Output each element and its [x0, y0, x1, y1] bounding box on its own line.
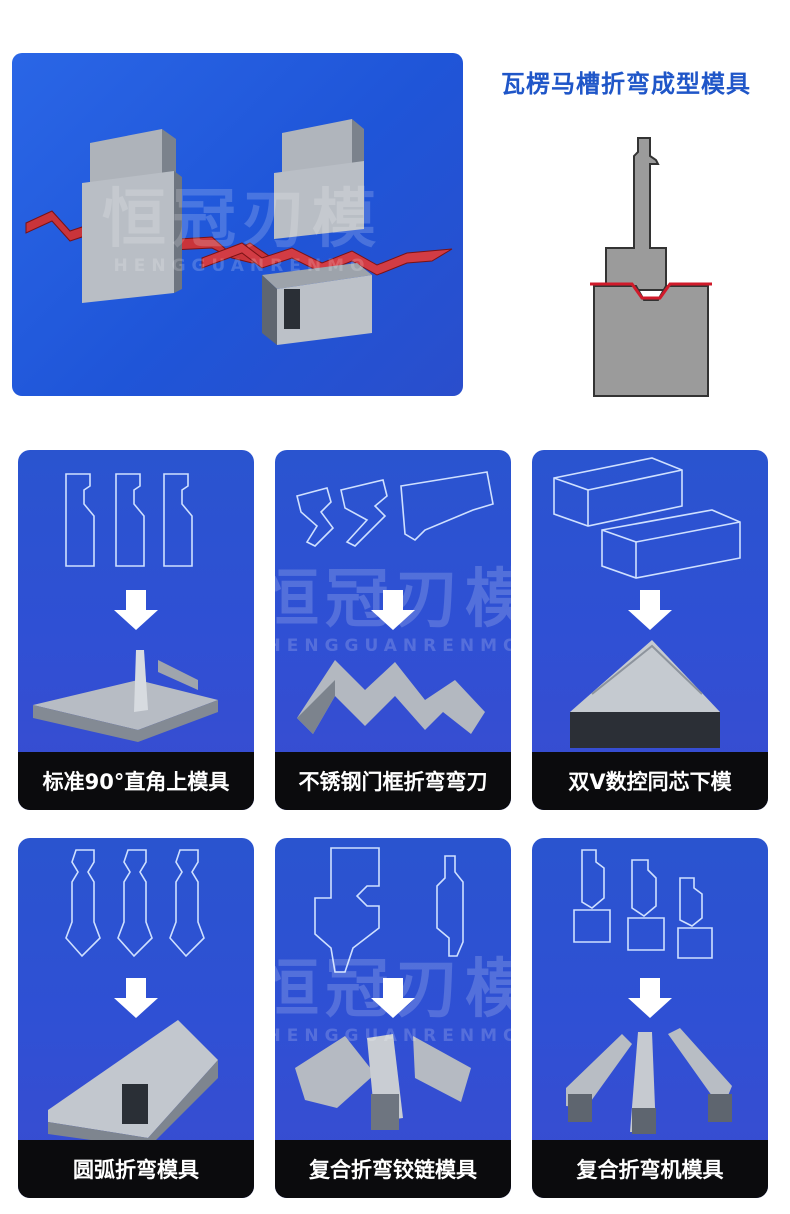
card-label-bar: 复合折弯机模具	[532, 1140, 768, 1198]
product-card-door-frame[interactable]: 不锈钢门框折弯弯刀	[275, 450, 511, 810]
card-illustration	[553, 457, 741, 748]
product-card-hinge[interactable]: 复合折弯铰链模具	[275, 838, 511, 1198]
product-card-standard-90[interactable]: 标准90°直角上模具	[18, 450, 254, 810]
card-label: 复合折弯机模具	[576, 1158, 724, 1182]
card-label-bar: 标准90°直角上模具	[18, 752, 254, 810]
card-illustration	[33, 473, 218, 742]
card-label: 复合折弯铰链模具	[309, 1158, 477, 1182]
card-label: 标准90°直角上模具	[42, 770, 230, 794]
corrugated-die-illustration	[25, 119, 453, 345]
hero-title: 瓦楞马槽折弯成型模具	[501, 70, 751, 98]
card-label-bar: 复合折弯铰链模具	[275, 1140, 511, 1198]
hero-banner: 恒冠刃模 HENGGUANRENMO	[12, 53, 463, 396]
card-label-bar: 不锈钢门框折弯弯刀	[275, 752, 511, 810]
cross-section-diagram	[590, 137, 712, 397]
card-label-bar: 双V数控同芯下模	[532, 752, 768, 810]
product-card-arc-bending[interactable]: 圆弧折弯模具	[18, 838, 254, 1198]
card-label-bar: 圆弧折弯模具	[18, 1140, 254, 1198]
card-illustration	[48, 849, 218, 1148]
card-label: 双V数控同芯下模	[568, 770, 732, 794]
product-card-composite[interactable]: 复合折弯机模具	[532, 838, 768, 1198]
card-illustration	[296, 471, 494, 734]
card-label: 不锈钢门框折弯弯刀	[298, 770, 488, 794]
card-illustration	[295, 847, 471, 1130]
product-card-double-v[interactable]: 双V数控同芯下模	[532, 450, 768, 810]
card-illustration	[566, 849, 732, 1134]
card-label: 圆弧折弯模具	[73, 1158, 199, 1182]
